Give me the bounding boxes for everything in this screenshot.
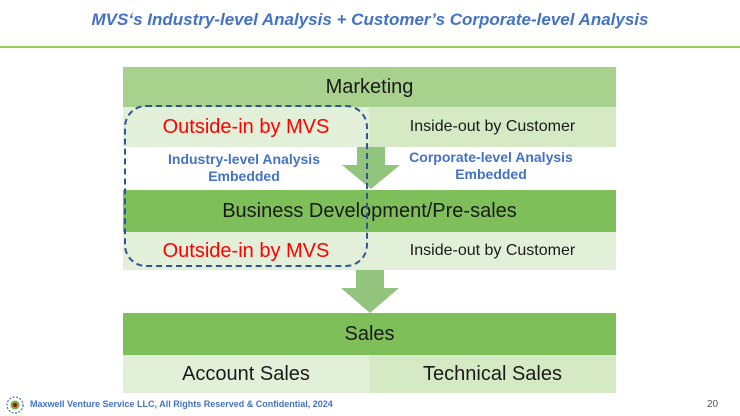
sales-header: Sales — [123, 313, 616, 355]
marketing-outside-in: Outside-in by MVS — [123, 107, 369, 147]
corporate-analysis-note: Corporate-level Analysis Embedded — [409, 149, 573, 182]
technical-sales: Technical Sales — [369, 355, 616, 393]
industry-analysis-note: Industry-level Analysis Embedded — [168, 151, 320, 184]
bizdev-header: Business Development/Pre-sales — [123, 190, 616, 232]
footer-copyright: Maxwell Venture Service LLC, All Rights … — [30, 399, 333, 409]
company-logo-icon — [6, 396, 24, 414]
slide-title: MVS‘s Industry-level Analysis + Customer… — [91, 10, 649, 29]
marketing-header: Marketing — [123, 67, 616, 107]
mvs-highlight-frame — [124, 105, 368, 267]
page-number: 20 — [707, 399, 719, 410]
marketing-inside-out: Inside-out by Customer — [369, 107, 616, 147]
bizdev-outside-in: Outside-in by MVS — [123, 232, 369, 270]
down-arrow-icon — [342, 147, 400, 189]
down-arrow-icon — [341, 270, 399, 313]
title-divider — [0, 46, 740, 48]
bizdev-inside-out: Inside-out by Customer — [369, 232, 616, 270]
account-sales: Account Sales — [123, 355, 369, 393]
